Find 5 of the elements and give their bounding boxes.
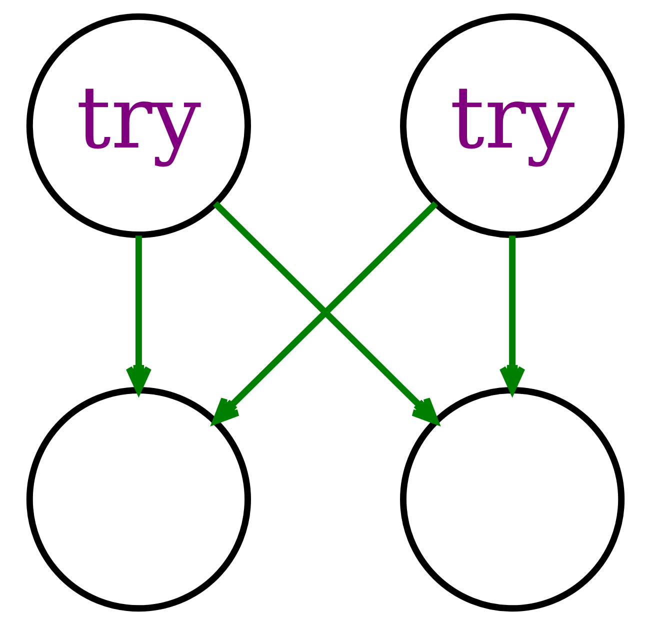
node-circle: try [400,13,624,238]
node-circle [400,387,624,612]
node-circle: try [26,13,250,238]
node-circle [26,387,250,612]
arrow [212,201,438,424]
